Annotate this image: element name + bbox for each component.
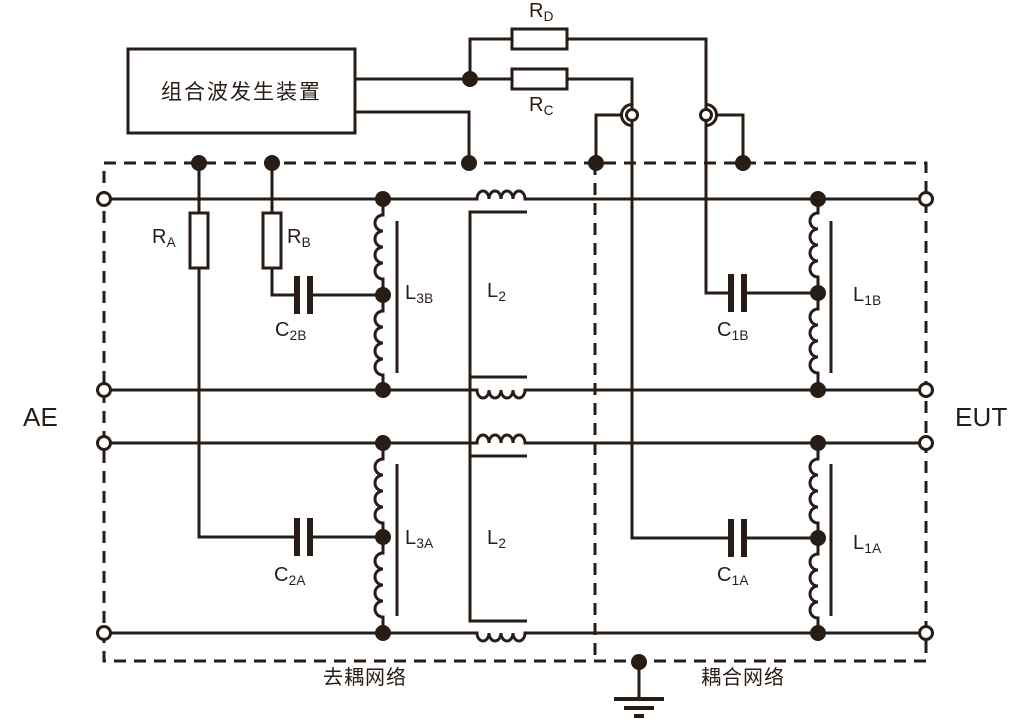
connector-right-hook xyxy=(717,113,745,163)
label-c2a: C2A xyxy=(274,564,306,589)
label-l1b: L1B xyxy=(853,284,882,309)
resistor-rc xyxy=(510,67,569,91)
capacitor-c2b xyxy=(294,276,313,314)
label-l2-top: L2 xyxy=(487,280,507,305)
label-coupling-network: 耦合网络 xyxy=(701,667,785,689)
connector-right-pin xyxy=(699,108,713,122)
resistor-leads xyxy=(197,163,383,539)
label-rd: RD xyxy=(529,0,554,25)
terminals xyxy=(96,191,934,641)
label-rb: RB xyxy=(287,226,311,251)
capacitor-c1b xyxy=(728,274,747,312)
wire-3 xyxy=(104,433,926,445)
ground-symbol xyxy=(614,662,664,718)
label-ae: AE xyxy=(23,402,59,432)
label-l1a: L1A xyxy=(853,532,882,557)
connector-left-hook xyxy=(594,113,621,163)
wire-4 xyxy=(104,631,926,643)
label-l3a: L3A xyxy=(405,527,434,552)
label-decoupling-network: 去耦网络 xyxy=(323,667,407,689)
generator-box xyxy=(126,47,357,135)
wire-2 xyxy=(104,388,926,400)
junction-dots xyxy=(191,71,826,670)
label-c2b: C2B xyxy=(275,319,307,344)
label-l3b: L3B xyxy=(405,282,434,307)
label-ra: RA xyxy=(152,226,176,251)
resistor-rb xyxy=(261,211,283,270)
resistor-rd xyxy=(510,27,569,51)
connector-left-pin xyxy=(625,108,639,122)
label-eut: EUT xyxy=(955,402,1008,432)
network-dashed-box xyxy=(102,161,928,663)
generator-box-label: 组合波发生装置 xyxy=(161,81,322,104)
label-rc: RC xyxy=(529,94,554,119)
connector-right-shell-arc xyxy=(705,103,718,127)
label-l2-bottom: L2 xyxy=(487,527,507,552)
l2-core-bracket xyxy=(468,210,527,623)
bus-wires xyxy=(104,189,926,643)
wire-1 xyxy=(104,189,926,201)
capacitor-c2a xyxy=(294,518,313,556)
capacitor-c1a xyxy=(728,519,747,557)
label-c1a: C1A xyxy=(717,564,749,589)
capacitors xyxy=(294,274,747,557)
resistor-ra xyxy=(188,211,210,270)
connector-left-shell-arc xyxy=(620,103,633,127)
connectors xyxy=(594,103,745,163)
inductors xyxy=(373,199,833,633)
label-c1b: C1B xyxy=(717,319,749,344)
